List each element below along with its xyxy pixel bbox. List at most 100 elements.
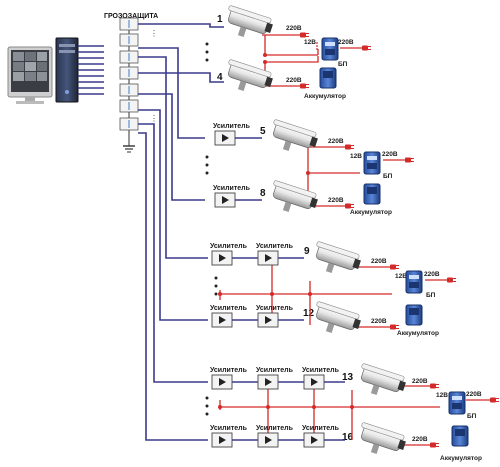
- amplifier-label: Усилитель: [210, 305, 248, 312]
- surge-protector-block: [119, 83, 139, 97]
- psu-label: БП: [383, 173, 393, 180]
- junction-dot: [263, 53, 267, 57]
- amplifier-block: Усилитель: [302, 425, 340, 448]
- battery-icon: [451, 425, 469, 447]
- surge-protector-block: [119, 66, 139, 80]
- voltage-12-label: 12В: [436, 392, 448, 399]
- voltage-12-label: 12В: [350, 153, 362, 160]
- voltage-label: 220В: [338, 39, 354, 46]
- voltage-label: 220В: [412, 378, 428, 385]
- junction-dot: [306, 171, 310, 175]
- svg-text:⋮: ⋮: [150, 114, 158, 123]
- junction-dot: [263, 60, 267, 64]
- amplifier-label: Усилитель: [210, 425, 248, 432]
- power-plug-icon: [490, 397, 499, 403]
- camera-group-1: 1 4 220В 220В 12В 220В БП Аккумулятор: [217, 14, 362, 100]
- power-plug-icon: [390, 324, 399, 330]
- power-plug-icon: [430, 383, 439, 389]
- amplifier-label: Усилитель: [302, 367, 340, 374]
- battery-icon: [363, 183, 381, 205]
- camera-number: 12: [303, 308, 315, 319]
- voltage-label: 220В: [424, 271, 440, 278]
- junction-dot: [350, 405, 354, 409]
- camera-number: 5: [260, 126, 266, 137]
- camera-icon: [316, 241, 361, 274]
- power-supply-icon: [405, 270, 423, 294]
- svg-text:⋮: ⋮: [150, 29, 158, 38]
- amplifier-block: Усилитель: [302, 367, 340, 390]
- voltage-label: 220В: [466, 391, 482, 398]
- camera-icon: [228, 5, 273, 38]
- amplifier-label: Усилитель: [210, 367, 248, 374]
- surge-protector-block: [119, 117, 139, 131]
- voltage-label: 220В: [371, 258, 387, 265]
- power-plug-icon: [345, 203, 354, 209]
- junction-dot: [308, 292, 312, 296]
- voltage-label: 220В: [328, 138, 344, 145]
- amplifier-block: Усилитель: [213, 123, 251, 146]
- amplifier-label: Усилитель: [256, 305, 294, 312]
- surge-protector-block: [119, 50, 139, 64]
- camera-number: 4: [217, 72, 223, 83]
- power-supply-icon: [363, 151, 381, 175]
- amplifier-block: Усилитель: [256, 305, 294, 328]
- psu-label: БП: [426, 292, 436, 299]
- voltage-label: 220В: [286, 77, 302, 84]
- psu-label: БП: [338, 61, 348, 68]
- amplifier-label: Усилитель: [210, 243, 248, 250]
- amplifier-block: Усилитель: [213, 185, 251, 208]
- battery-icon: [319, 67, 337, 89]
- amplifier-block: Усилитель: [210, 243, 248, 266]
- power-plug-icon: [362, 45, 371, 51]
- junction-dot: [270, 292, 274, 296]
- surge-protector-rail: [119, 17, 139, 131]
- voltage-12-label: 12В: [395, 273, 407, 280]
- camera-number: 1: [217, 14, 223, 25]
- coax-wiring: [78, 23, 224, 441]
- battery-label: Аккумулятор: [304, 93, 346, 100]
- camera-icon: [273, 119, 318, 152]
- camera-icon: [316, 301, 361, 334]
- camera-number: 16: [342, 432, 354, 443]
- amplifier-block: Усилитель: [256, 243, 294, 266]
- power-supply-icon: [448, 391, 466, 415]
- amplifier-block: Усилитель: [256, 367, 294, 390]
- junction-dot: [218, 405, 222, 409]
- computer-icon: [7, 37, 79, 104]
- ground-icon: [123, 140, 135, 153]
- junction-dot: [218, 292, 222, 296]
- voltage-label: 220В: [328, 197, 344, 204]
- voltage-label: 220В: [382, 151, 398, 158]
- amplifier-label: Усилитель: [256, 425, 294, 432]
- amplifier-block: Усилитель: [210, 425, 248, 448]
- power-plug-icon: [345, 144, 354, 150]
- voltage-label: 220В: [286, 25, 302, 32]
- power-plug-icon: [300, 83, 309, 89]
- battery-label: Аккумулятор: [350, 209, 392, 216]
- camera-number: 9: [304, 246, 310, 257]
- camera-group-2: 5 8 220В 220В 12В 220В БП Аккумулятор: [260, 126, 405, 216]
- power-plug-icon: [390, 264, 399, 270]
- amplifier-label: Усилитель: [213, 185, 251, 192]
- battery-label: Аккумулятор: [440, 455, 482, 462]
- amplifier-label: Усилитель: [256, 367, 294, 374]
- power-plug-icon: [447, 277, 456, 283]
- psu-label: БП: [467, 413, 477, 420]
- camera-icon: [273, 180, 318, 213]
- amplifier-block: Усилитель: [210, 305, 248, 328]
- surge-protector-block: [119, 99, 139, 113]
- camera-icon: [361, 422, 406, 455]
- voltage-label: 220В: [412, 436, 428, 443]
- power-plug-icon: [300, 32, 309, 38]
- junction-dot: [312, 405, 316, 409]
- surge-protection-title: ГРОЗОЗАЩИТА: [104, 13, 158, 20]
- battery-label: Аккумулятор: [397, 330, 439, 337]
- amplifier-label: Усилитель: [213, 123, 251, 130]
- junction-dot: [266, 405, 270, 409]
- voltage-12-label: 12В: [304, 39, 316, 46]
- surge-protector-block: [119, 33, 139, 47]
- amplifier-block: Усилитель: [210, 367, 248, 390]
- amplifier-label: Усилитель: [256, 243, 294, 250]
